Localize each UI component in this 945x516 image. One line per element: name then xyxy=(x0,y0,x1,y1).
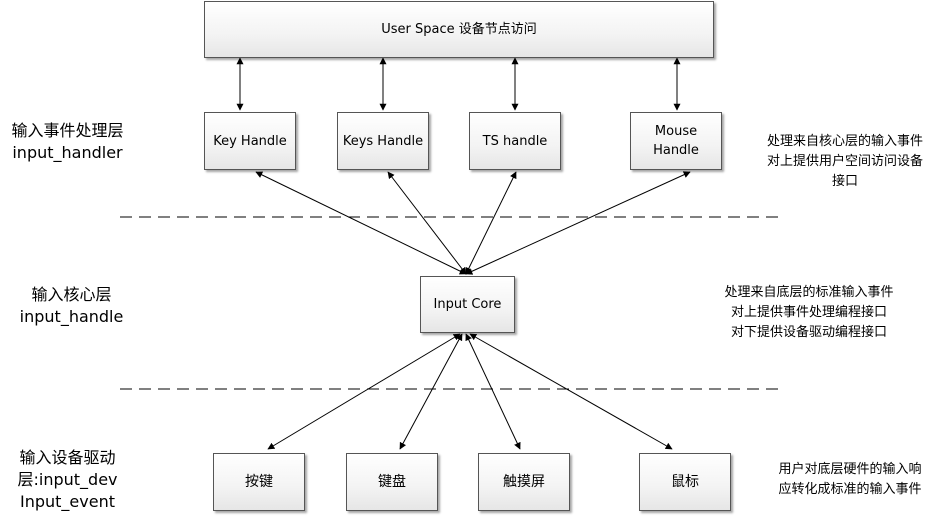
handler-label: TS handle xyxy=(482,133,548,149)
layer-label-core: 输入核心层 input_handle xyxy=(19,285,124,326)
layer-label-handler: 输入事件处理层 input_handler xyxy=(11,121,124,162)
device-label: 按键 xyxy=(245,473,273,490)
note-device: 用户对底层硬件的输入响 应转化成标准的输入事件 xyxy=(778,462,922,497)
layer-label-device: 输入设备驱动 层:input_dev Input_event xyxy=(17,448,118,511)
handler-label: Mouse Handle xyxy=(653,124,699,158)
arrow-core-shubiao xyxy=(469,333,673,450)
handler-box-ts: TS handle xyxy=(469,112,561,170)
user-space-box: User Space 设备节点访问 xyxy=(204,1,714,58)
arrow-core-chumoping xyxy=(465,333,521,450)
input-core-label: Input Core xyxy=(433,297,502,312)
device-label: 键盘 xyxy=(378,473,406,490)
handler-box-mouse: Mouse Handle xyxy=(630,112,722,170)
handler-label: Key Handle xyxy=(213,133,287,149)
device-box-shubiao: 鼠标 xyxy=(639,453,731,511)
arrow-core-keys xyxy=(387,171,467,275)
handler-box-key: Key Handle xyxy=(204,112,296,170)
device-label: 鼠标 xyxy=(671,473,699,490)
device-box-anjian: 按键 xyxy=(213,453,305,511)
input-core-box: Input Core xyxy=(420,276,515,333)
arrow-core-jianpan xyxy=(399,333,463,450)
device-box-jianpan: 键盘 xyxy=(346,453,438,511)
arrow-core-ts xyxy=(465,171,517,275)
device-label: 触摸屏 xyxy=(503,473,545,490)
note-handler: 处理来自核心层的输入事件 对上提供用户空间访问设备 接口 xyxy=(766,134,923,189)
arrow-core-mouse xyxy=(465,171,691,275)
note-core: 处理来自底层的标准输入事件 对上提供事件处理编程接口 对下提供设备驱动编程接口 xyxy=(724,285,894,340)
arrow-core-key xyxy=(255,171,467,275)
user-space-label: User Space 设备节点访问 xyxy=(381,22,537,37)
device-box-chumoping: 触摸屏 xyxy=(478,453,570,511)
handler-box-keys: Keys Handle xyxy=(337,112,429,170)
handler-label: Keys Handle xyxy=(342,133,424,149)
